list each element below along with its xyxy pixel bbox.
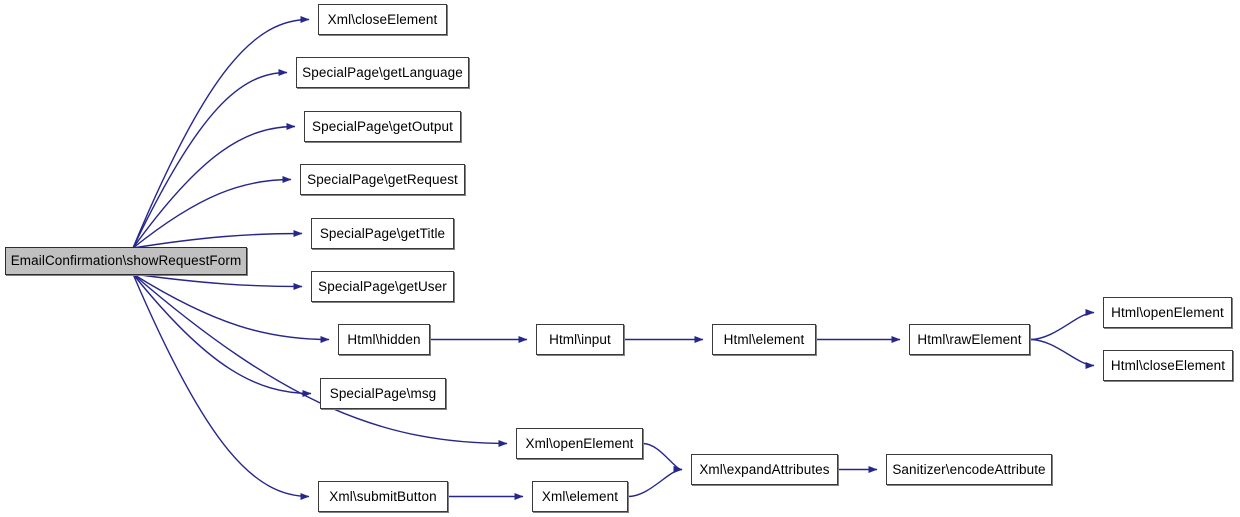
graph-edge-html_raw-to-html_close [1029,338,1095,369]
graph-node-html_hidden[interactable]: Html\hidden [338,324,430,355]
graph-node-sanitizer_encode[interactable]: Sanitizer\encodeAttribute [886,454,1052,485]
graph-node-xml_submit[interactable]: Xml\submitButton [318,481,448,512]
graph-node-sp_getuser[interactable]: SpecialPage\getUser [311,271,454,302]
graph-node-label: SpecialPage\getUser [318,278,447,294]
graph-node-label: Html\input [549,331,611,347]
graph-node-xml_expand[interactable]: Xml\expandAttributes [691,454,838,485]
graph-node-label: SpecialPage\getOutput [312,118,453,134]
graph-node-label: SpecialPage\getTitle [319,225,446,241]
graph-node-sp_gettitle[interactable]: SpecialPage\getTitle [311,218,454,249]
graph-node-html_close[interactable]: Html\closeElement [1103,350,1233,381]
graph-node-label: Xml\submitButton [329,488,437,504]
graph-node-label: Xml\openElement [525,435,634,451]
graph-edge-xml_open-to-xml_expand [642,442,683,473]
graph-node-root[interactable]: EmailConfirmation\showRequestForm [5,247,247,275]
graph-node-label: Html\hidden [347,331,421,347]
graph-node-html_input[interactable]: Html\input [536,324,624,355]
graph-node-label: Html\openElement [1111,304,1224,320]
graph-node-html_open[interactable]: Html\openElement [1103,297,1232,328]
graph-node-label: Xml\element [541,488,619,504]
graph-node-sp_getoutput[interactable]: SpecialPage\getOutput [304,111,461,142]
graph-node-html_raw[interactable]: Html\rawElement [909,324,1030,355]
graph-edge-root-to-xml_submit [132,273,310,500]
graph-node-sp_getrequest[interactable]: SpecialPage\getRequest [300,164,465,195]
graph-node-label: Html\rawElement [917,331,1022,347]
graph-node-label: EmailConfirmation\showRequestForm [10,253,242,269]
graph-edge-root-to-xml_close [132,16,310,249]
graph-node-html_element[interactable]: Html\element [712,324,816,355]
graph-node-label: SpecialPage\getLanguage [302,64,463,80]
graph-node-sp_getlanguage[interactable]: SpecialPage\getLanguage [296,57,469,88]
graph-node-sp_msg[interactable]: SpecialPage\msg [320,378,446,409]
graph-node-label: Html\element [723,331,805,347]
graph-node-xml_close[interactable]: Xml\closeElement [318,4,447,35]
graph-edge-root-to-sp_getoutput [132,123,296,249]
graph-edge-root-to-sp_msg [132,273,312,397]
graph-node-label: Sanitizer\encodeAttribute [892,461,1046,477]
graph-node-label: Xml\closeElement [327,11,438,27]
graph-node-xml_open[interactable]: Xml\openElement [516,428,643,459]
graph-edge-xml_element-to-xml_expand [627,466,683,498]
edge-paths [132,16,1095,500]
graph-edge-root-to-sp_getrequest [132,176,292,249]
graph-node-label: SpecialPage\getRequest [307,171,458,187]
graph-edge-html_raw-to-html_open [1029,309,1095,341]
graph-node-label: SpecialPage\msg [329,385,437,401]
graph-node-xml_element[interactable]: Xml\element [532,481,628,512]
graph-edge-root-to-sp_gettitle [132,230,303,249]
graph-edge-root-to-html_hidden [132,273,330,343]
graph-node-label: Xml\expandAttributes [699,461,830,477]
graph-edge-root-to-sp_getuser [132,273,303,290]
graph-node-label: Html\closeElement [1110,357,1226,373]
graph-edge-root-to-sp_getlanguage [132,69,288,249]
